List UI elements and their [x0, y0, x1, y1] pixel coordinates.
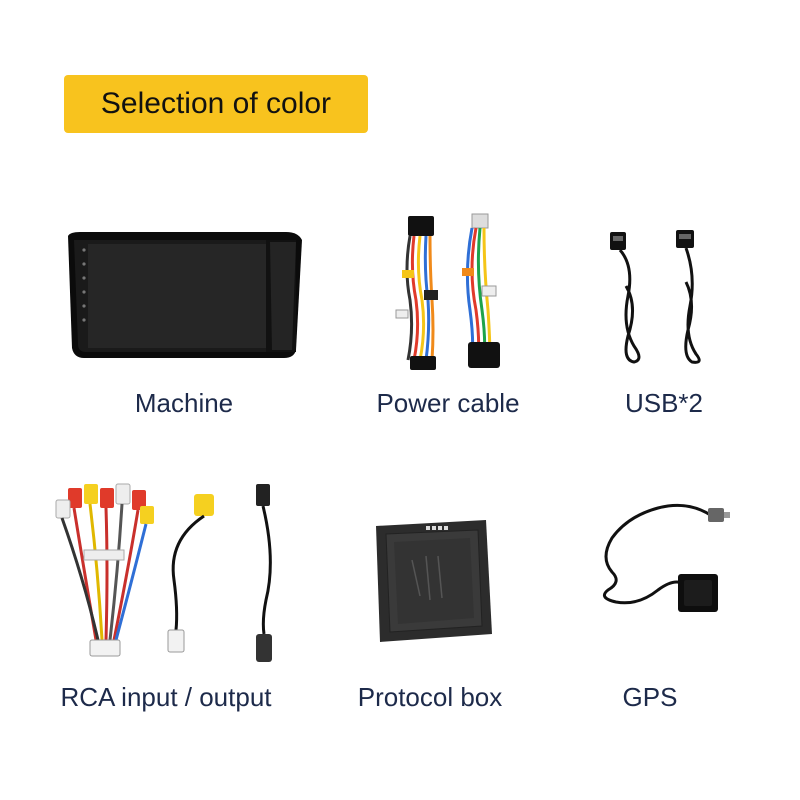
usb-cable-icon	[610, 230, 701, 364]
label-gps: GPS	[622, 682, 678, 712]
selection-of-color-banner: Selection of color	[64, 75, 368, 133]
banner-title: Selection of color	[100, 87, 332, 120]
wiring-harness-icon	[395, 213, 500, 370]
label-power-cable: Power cable	[376, 388, 520, 418]
gps-antenna-icon	[602, 503, 730, 612]
protocol-box-icon	[376, 520, 492, 642]
label-usb: USB*2	[624, 388, 704, 418]
car-stereo-screen-icon	[68, 232, 302, 358]
label-rca: RCA input / output	[60, 682, 272, 712]
label-machine: Machine	[134, 388, 234, 418]
rca-cable-icon	[55, 483, 272, 662]
label-protocol-box: Protocol box	[357, 682, 503, 712]
